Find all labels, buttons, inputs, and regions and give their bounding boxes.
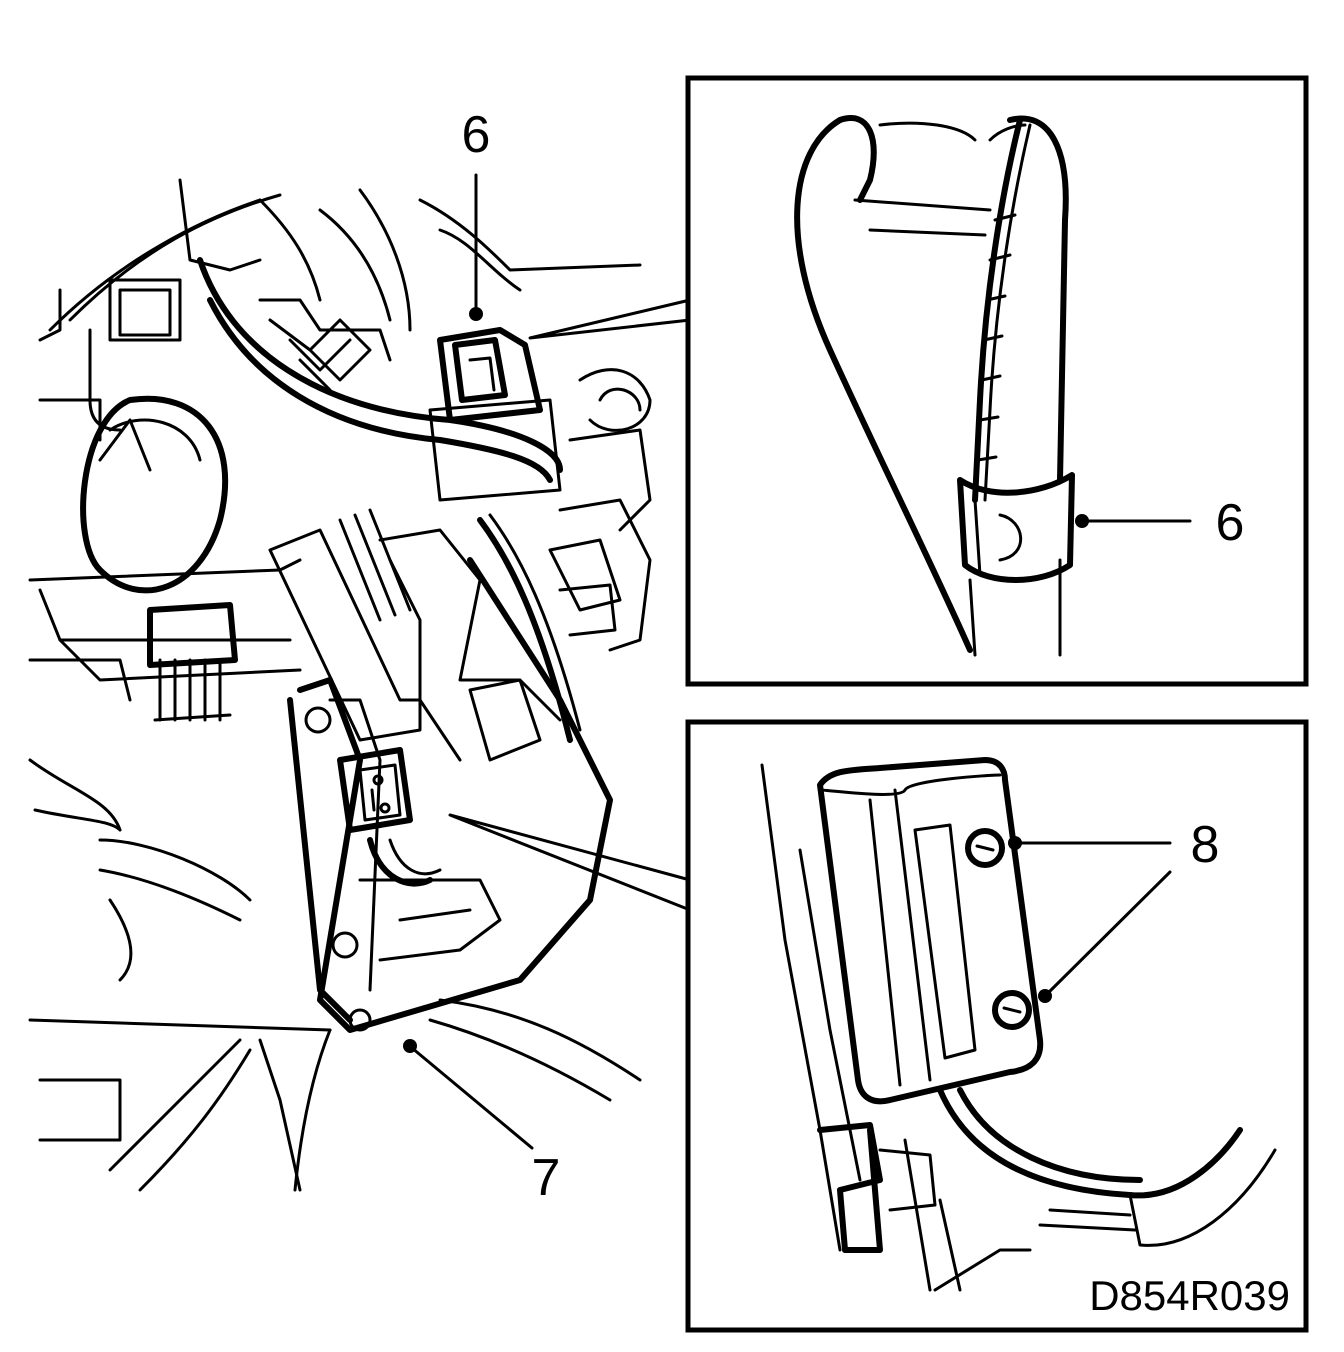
- leader-dot-6: [469, 307, 483, 321]
- callout-label-6-main: 6: [462, 106, 491, 164]
- figure-code: D854R039: [1089, 1272, 1290, 1319]
- leader-line-7: [410, 1046, 534, 1150]
- leader-dot-inset-6: [1075, 514, 1089, 528]
- leader-dot-8-lower: [1038, 989, 1052, 1003]
- inset-top-detail: [685, 75, 1309, 687]
- screw-upper: [965, 828, 1005, 868]
- pointer-to-top-inset: [528, 298, 692, 340]
- leader-line-8-lower: [1043, 870, 1172, 998]
- pointer-to-bottom-inset: [448, 813, 692, 912]
- main-drawing: [28, 173, 692, 1192]
- screw-lower: [992, 990, 1032, 1030]
- leader-dot-7: [403, 1039, 417, 1053]
- leader-dot-8-upper: [1008, 836, 1022, 850]
- callout-label-7-main: 7: [532, 1149, 561, 1207]
- inset-bottom-detail: [685, 719, 1309, 1333]
- callout-label-8-inset: 8: [1191, 816, 1220, 874]
- callout-label-6-inset: 6: [1216, 494, 1245, 552]
